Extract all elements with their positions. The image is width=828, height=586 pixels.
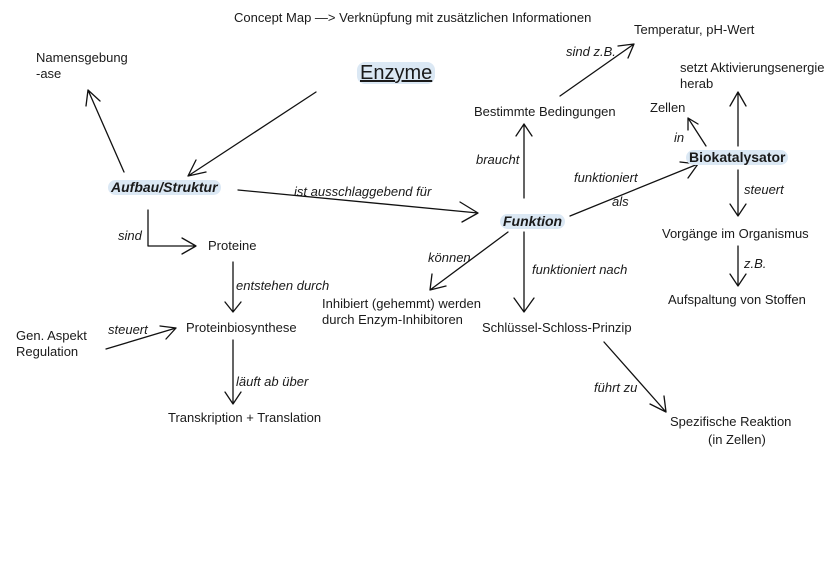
node-schluessel-schloss: Schlüssel-Schloss-Prinzip <box>482 320 632 335</box>
node-funktion: Funktion <box>500 214 566 229</box>
node-aufspaltung: Aufspaltung von Stoffen <box>668 292 806 307</box>
label-in: in <box>674 130 685 145</box>
node-transkription: Transkription + Translation <box>168 410 322 425</box>
label-als: als <box>612 194 629 209</box>
node-enzyme: Enzyme <box>357 62 436 84</box>
arrow-biokatalysator-to-aktivierung <box>729 91 747 147</box>
node-enzym-inhibitoren: durch Enzym-Inhibitoren <box>322 312 463 327</box>
node-spezifische-reaktion: Spezifische Reaktion <box>670 414 792 429</box>
arrow-proteine-to-biosynthese <box>224 261 242 313</box>
node-proteine: Proteine <box>208 238 257 253</box>
node-zellen: Zellen <box>650 100 686 115</box>
node-inhibiert: Inhibiert (gehemmt) werden <box>322 296 481 311</box>
node-namensgebung-suffix: -ase <box>36 66 62 81</box>
arrow-biosynthese-to-transkription <box>224 339 242 405</box>
node-gen-aspekt: Gen. Aspekt <box>16 328 87 343</box>
arrow-funktion-to-bedingungen <box>515 123 533 199</box>
arrow-funktion-to-schluessel <box>513 231 535 313</box>
arrow-vorgaenge-to-aufspaltung <box>729 245 747 287</box>
node-aktivierungsenergie: setzt Aktivierungsenergie <box>680 60 825 75</box>
arrow-biokatalysator-to-vorgaenge <box>729 169 747 217</box>
node-proteinbiosynthese: Proteinbiosynthese <box>186 320 297 335</box>
node-aufbau-struktur: Aufbau/Struktur <box>108 180 221 195</box>
arrow-biokatalysator-to-zellen <box>687 117 707 147</box>
label-funktioniert: funktioniert <box>574 170 638 185</box>
arrow-bedingungen-to-temperatur <box>559 43 635 97</box>
node-aktivierungsenergie-herab: herab <box>680 76 714 91</box>
arrow-enzyme-to-aufbau <box>187 91 317 177</box>
label-zb: z.B. <box>744 256 767 271</box>
label-entstehen-durch: entstehen durch <box>236 278 330 293</box>
arrow-aufbau-to-proteine <box>147 209 197 255</box>
label-koennen: können <box>428 250 471 265</box>
label-funktioniert-nach: funktioniert nach <box>532 262 628 277</box>
label-fuehrt-zu: führt zu <box>594 380 638 395</box>
label-steuert-bio: steuert <box>744 182 784 197</box>
arrow-gen-to-biosynthese <box>105 325 177 350</box>
node-regulation: Regulation <box>16 344 79 359</box>
node-in-zellen: (in Zellen) <box>708 432 766 447</box>
node-namensgebung: Namensgebung <box>36 50 128 65</box>
label-steuert-gen: steuert <box>108 322 148 337</box>
label-laeuft-ab-ueber: läuft ab über <box>236 374 309 389</box>
arrow-schluessel-to-spezifisch <box>603 341 667 413</box>
arrow-funktion-to-inhibiert <box>429 231 509 291</box>
arrow-aufbau-to-namensgebung <box>85 89 125 173</box>
arrow-aufbau-to-funktion <box>237 189 479 223</box>
label-sind-zb: sind z.B. <box>566 44 616 59</box>
node-bedingungen: Bestimmte Bedingungen <box>474 104 616 119</box>
label-sind: sind <box>118 228 142 243</box>
node-vorgaenge: Vorgänge im Organismus <box>662 226 809 241</box>
node-temperatur: Temperatur, pH-Wert <box>634 22 755 37</box>
label-braucht: braucht <box>476 152 520 167</box>
map-title: Concept Map —> Verknüpfung mit zusätzlic… <box>234 10 592 25</box>
label-ausschlaggebend: ist ausschlaggebend für <box>294 184 432 199</box>
node-biokatalysator: Biokatalysator <box>686 150 789 165</box>
